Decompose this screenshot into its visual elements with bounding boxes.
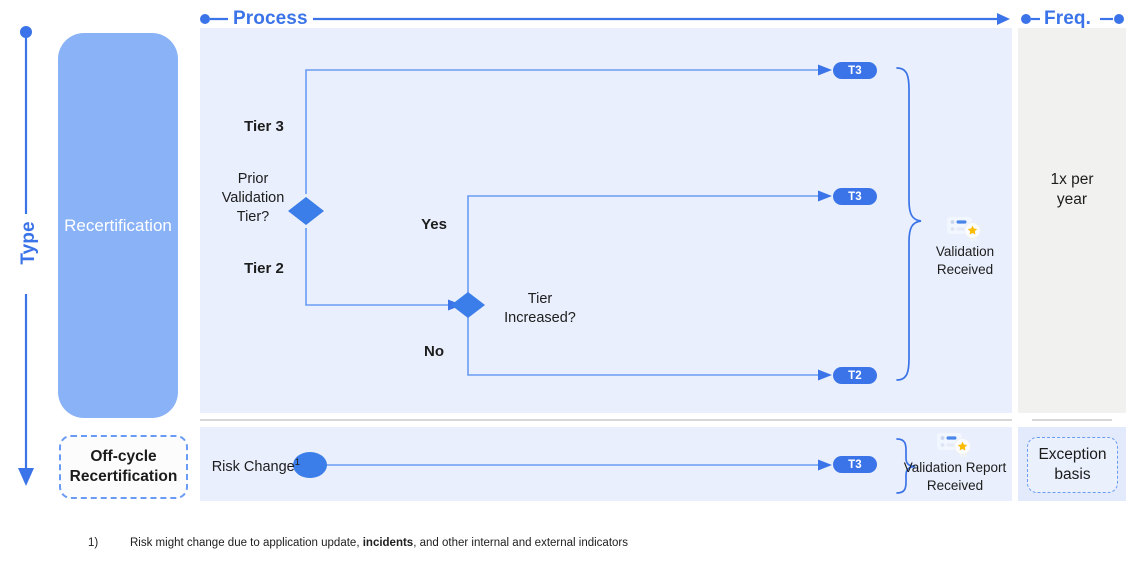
tier-badge-t2-bottom[interactable]: T2: [833, 367, 877, 384]
offcycle-start-label: Risk Change1: [206, 457, 300, 477]
type-axis-arrow: [18, 26, 34, 486]
lane-divider-freq: [1032, 419, 1112, 421]
type-recertification-label: Recertification: [64, 215, 172, 235]
process-flow-connectors: [288, 64, 922, 381]
branch-label-yes: Yes: [421, 216, 447, 233]
process-lane-recertification: [200, 28, 1012, 413]
offcycle-flow-connectors: [293, 438, 916, 494]
frequency-value-offcycle-label: Exception basis: [1038, 446, 1107, 483]
footnote-text-after: , and other internal and external indica…: [413, 537, 629, 549]
lane-divider-process: [200, 419, 1012, 421]
certificate-star-icon: [947, 217, 981, 242]
freq-column-label: Freq.: [1044, 8, 1091, 29]
footnote-marker: 1): [88, 537, 99, 549]
branch-label-no: No: [424, 343, 444, 360]
offcycle-start-superscript: 1: [294, 457, 300, 468]
tier-badge-t3-offcycle[interactable]: T3: [833, 456, 877, 473]
type-column-label: Type: [18, 221, 39, 265]
tier-badge-t3-mid[interactable]: T3: [833, 188, 877, 205]
footnote-text-bold: incidents: [362, 537, 414, 549]
outcome-label-validation-report: Validation Report Received: [903, 460, 1007, 493]
decision-label-tier-increased: Tier Increased?: [504, 291, 576, 326]
type-recertification-pill[interactable]: Recertification: [58, 33, 178, 418]
process-column-label: Process: [233, 8, 308, 29]
branch-label-tier-3: Tier 3: [244, 118, 284, 135]
tier-badge-t3-top[interactable]: T3: [833, 62, 877, 79]
offcycle-start-text: Risk Change: [211, 458, 295, 475]
footnote-text-before: Risk might change due to application upd…: [130, 537, 363, 549]
column-axis-arrows: [200, 13, 1124, 25]
branch-label-tier-2: Tier 2: [244, 260, 284, 277]
type-offcycle-label: Off-cycle Recertification: [69, 448, 178, 485]
frequency-value-offcycle-box[interactable]: Exception basis: [1027, 437, 1118, 493]
outcome-label-validation-received: Validation Received: [935, 244, 995, 277]
type-offcycle-box[interactable]: Off-cycle Recertification: [59, 435, 188, 499]
certificate-star-icon: [937, 433, 971, 458]
frequency-lane-recertification: [1018, 28, 1126, 413]
decision-label-prior-validation-tier: Prior Validation Tier?: [221, 171, 285, 225]
frequency-value-recertification: 1x per year: [1050, 171, 1094, 209]
footnote: 1) Risk might change due to application u…: [88, 537, 1048, 549]
